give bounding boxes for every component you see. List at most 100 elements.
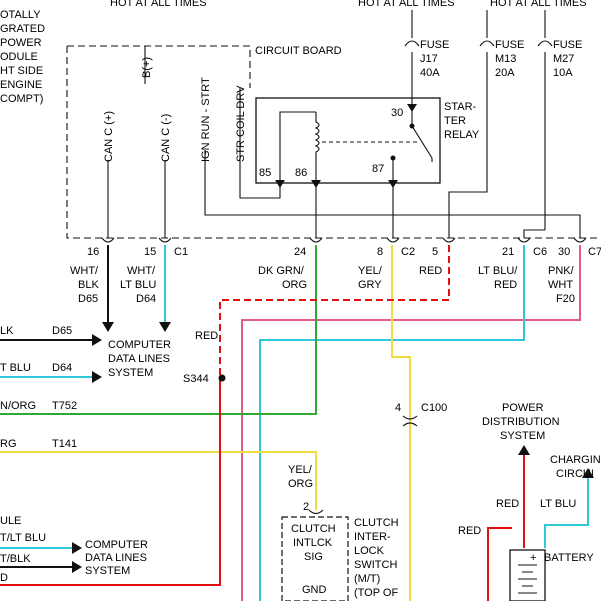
clutch-outer-6: (TOP OF — [354, 587, 398, 599]
arrow-d64 — [159, 322, 171, 332]
hot-label-3: HOT AT ALL TIMES — [490, 0, 587, 9]
clutch-inner-2: INTLCK — [293, 537, 333, 549]
cap-15 — [158, 237, 172, 243]
wire-label-dkgrn-2: ORG — [282, 279, 307, 291]
code-d64-left: D64 — [52, 362, 72, 374]
cdl1-l1: COMPUTER — [108, 339, 171, 351]
wire-label-yelgry-1: YEL/ — [358, 265, 383, 277]
fuse3-cap — [537, 40, 553, 47]
cap-24 — [309, 237, 323, 243]
wire-pnk-wht — [241, 245, 581, 601]
fuse3-rating: 10A — [553, 67, 573, 79]
pin-21: 21 — [502, 246, 514, 258]
arrow-power-dist — [518, 445, 530, 455]
relay-pin86-label: 86 — [295, 167, 307, 179]
fuse1-rating: 40A — [420, 67, 440, 79]
arrow-lower-cyan — [72, 542, 82, 554]
pin-16: 16 — [87, 246, 99, 258]
pds-l2: DISTRIBUTION — [482, 416, 560, 428]
relay-contact-30 — [409, 123, 415, 129]
clutch-outer-1: CLUTCH — [354, 517, 399, 529]
relay-pin87-label: 87 — [372, 163, 384, 175]
arrow-d65 — [102, 322, 114, 332]
relay-l2: TER — [444, 115, 466, 127]
ign-label: IGN RUN - STRT — [200, 77, 212, 162]
wire-label-wht-ltblu-1: WHT/ — [127, 265, 156, 277]
tl-line-3: POWER — [0, 37, 42, 49]
clutch-wire-2: ORG — [288, 478, 313, 490]
c100-bottom — [402, 422, 418, 427]
wire-red-dashed — [219, 245, 450, 378]
cap-30 — [573, 237, 587, 243]
wire-label-wht-blk-2: BLK — [78, 279, 99, 291]
fuse1-name: J17 — [420, 53, 438, 65]
clutch-switch-box — [281, 516, 349, 601]
relay-l3: RELAY — [444, 129, 480, 141]
c100-name: C100 — [421, 402, 447, 414]
fuse2-cap — [479, 40, 495, 47]
arrow-blk-left — [92, 334, 102, 346]
wire-label-ltblured-1: LT BLU/ — [478, 265, 518, 277]
tl-line-1: OTALLY — [0, 9, 41, 21]
relay-l1: STAR- — [444, 101, 477, 113]
tl-line-4: ODULE — [0, 51, 38, 63]
circuit-board-label: CIRCUIT BOARD — [255, 45, 342, 57]
conn-c1: C1 — [174, 246, 188, 258]
cap-21 — [517, 237, 531, 243]
cap-5 — [442, 237, 456, 243]
batt-red-2: RED — [458, 525, 481, 537]
arrows — [72, 104, 594, 573]
code-t752: T752 — [52, 400, 77, 412]
code-f20: F20 — [556, 293, 575, 305]
batt-ltblu: LT BLU — [540, 498, 576, 510]
tl-line-5: HT SIDE — [0, 65, 43, 77]
clutch-outer-5: (M/T) — [354, 573, 380, 585]
code-d64-top: D64 — [136, 293, 156, 305]
wire-red-main — [0, 378, 221, 586]
fuse3-name: M27 — [553, 53, 574, 65]
left-ltblu: T BLU — [0, 362, 31, 374]
tl-line-6: ENGINE — [0, 79, 42, 91]
arrow-pin85 — [275, 180, 285, 188]
pin-30: 30 — [558, 246, 570, 258]
arrow-pin87 — [388, 180, 398, 188]
wire-label-dkgrn-1: DK GRN/ — [258, 265, 305, 277]
arrow-pin86 — [311, 180, 321, 188]
wire-label-ltblured-2: RED — [494, 279, 517, 291]
clutch-outer-3: LOCK — [354, 545, 385, 557]
clutch-outer-2: INTER- — [354, 531, 391, 543]
code-t141: T141 — [52, 438, 77, 450]
wire-cyan-charging — [544, 470, 589, 548]
black-lines — [66, 10, 601, 601]
fuse2-rating: 20A — [495, 67, 515, 79]
clutch-pin: 2 — [303, 501, 309, 513]
red-left-label: RED — [195, 330, 218, 342]
clutch-inner-3: SIG — [304, 551, 323, 563]
code-d65-left: D65 — [52, 325, 72, 337]
pin-15: 15 — [144, 246, 156, 258]
tl-line-7: COMPT) — [0, 93, 43, 105]
hot-label-1: HOT AT ALL TIMES — [110, 0, 207, 9]
cap-8 — [386, 237, 400, 243]
cdl1-l2: DATA LINES — [108, 353, 170, 365]
c100-top — [402, 415, 418, 420]
ign-line — [204, 150, 581, 238]
conn-c2: C2 — [401, 246, 415, 258]
left-norg: N/ORG — [0, 400, 36, 412]
conn-c7: C7 — [588, 246, 601, 258]
relay-coil-loop — [279, 111, 316, 182]
cdl2-l1: COMPUTER — [85, 539, 148, 551]
fuse2-title: FUSE — [495, 39, 524, 51]
splice-dot — [218, 374, 226, 382]
wire-label-wht-blk-1: WHT/ — [70, 265, 99, 277]
fuse3-line — [523, 10, 546, 238]
can-minus-label: CAN C (-) — [160, 114, 172, 162]
wire-label-wht-ltblu-2: LT BLU — [120, 279, 156, 291]
clutch-wire-1: YEL/ — [288, 464, 313, 476]
left-rg: RG — [0, 438, 17, 450]
wire-label-red: RED — [419, 265, 442, 277]
relay-switch — [411, 112, 433, 162]
pin-8: 8 — [377, 246, 383, 258]
batt-red-1: RED — [496, 498, 519, 510]
fuse3-title: FUSE — [553, 39, 582, 51]
